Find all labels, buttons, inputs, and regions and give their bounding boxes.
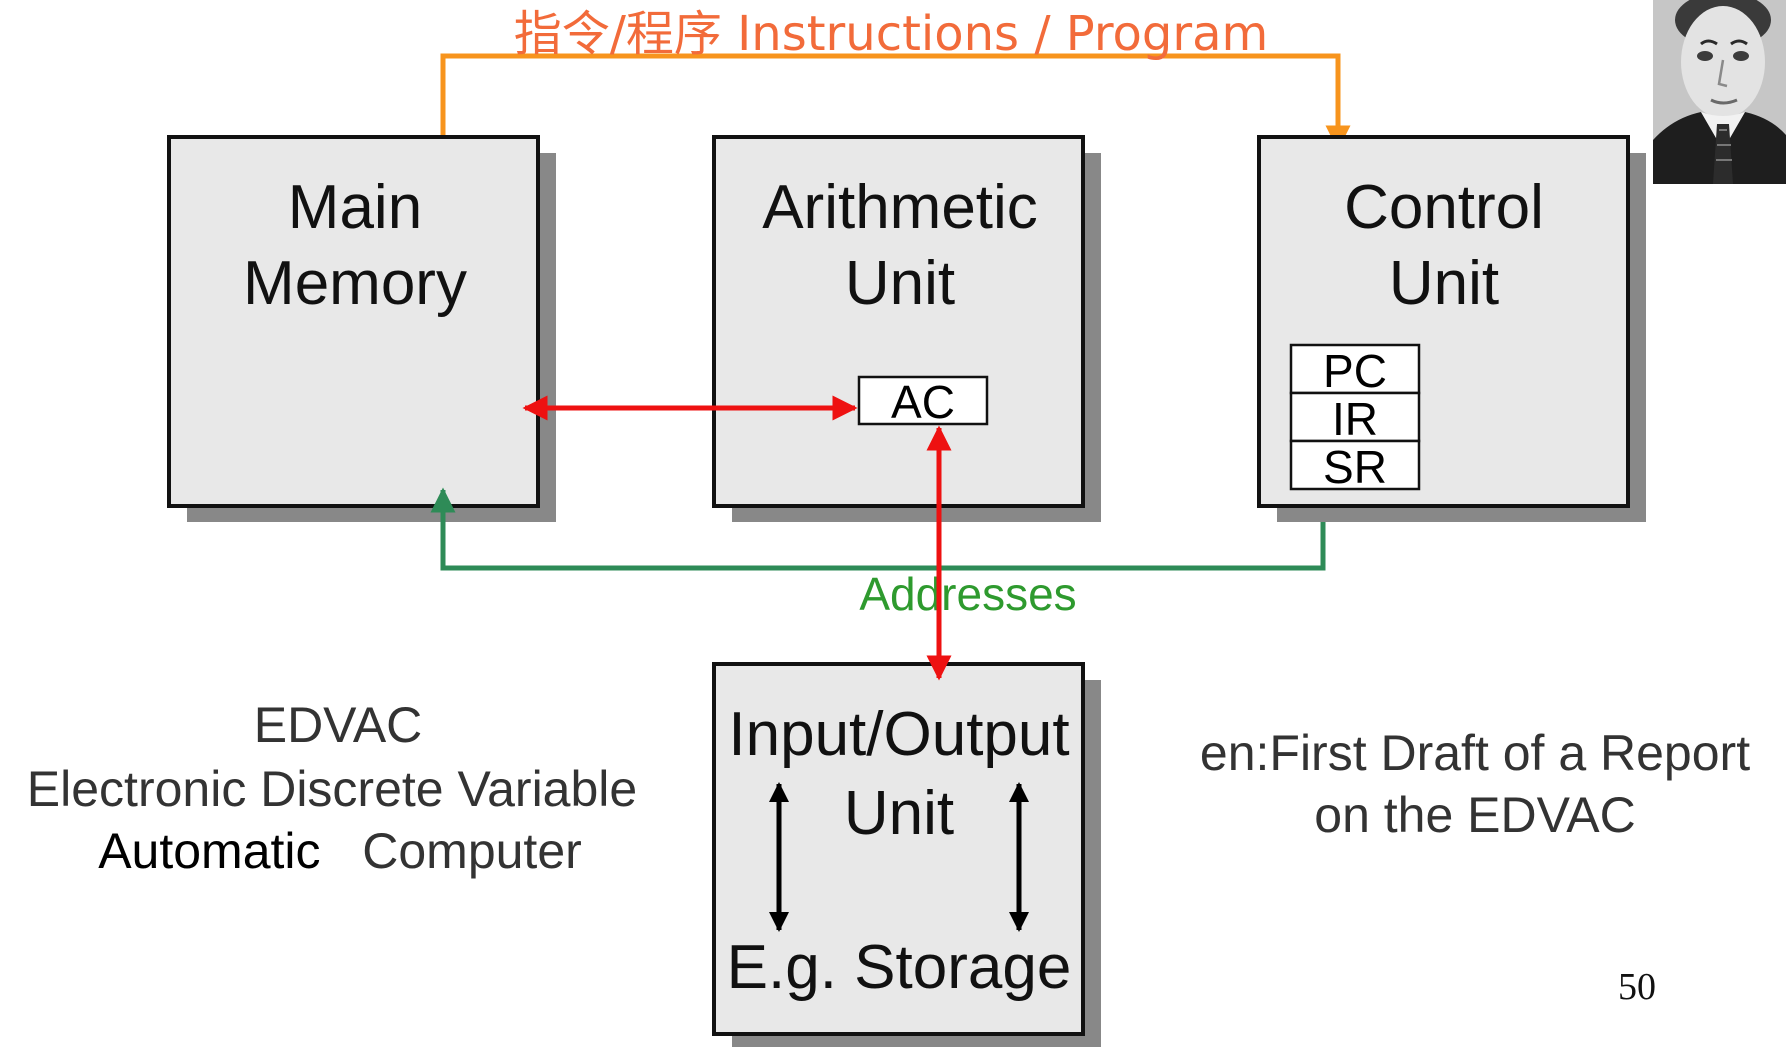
page-number: 50 — [1618, 966, 1656, 1008]
report-title-line2: on the EDVAC — [1314, 787, 1635, 843]
instructions-label: 指令/程序 Instructions / Program — [514, 6, 1269, 62]
sr-register-label: SR — [1323, 441, 1387, 493]
addresses-label: Addresses — [859, 568, 1076, 620]
arithmetic-unit-label-line2: Unit — [845, 249, 955, 318]
io-unit-label-line1: Input/Output — [728, 700, 1069, 769]
edvac-computer-word: Computer — [362, 823, 582, 879]
sr-register — [1289, 439, 1421, 491]
addresses-arrow — [430, 487, 1326, 571]
arithmetic-unit-box: Arithmetic Unit AC — [712, 135, 1101, 522]
main-memory-label-line1: Main — [288, 173, 422, 242]
arithmetic-unit-label-line1: Arithmetic — [762, 173, 1038, 242]
portrait-photo — [1653, 0, 1786, 184]
pc-register-label: PC — [1323, 345, 1387, 397]
edvac-automatic-word: Automatic — [98, 823, 320, 879]
io-unit-label-line2: Unit — [844, 779, 954, 848]
instructions-arrow — [440, 53, 1351, 151]
io-storage-label: E.g. Storage — [727, 933, 1072, 1002]
edvac-acronym: EDVAC — [254, 697, 423, 753]
ac-register — [857, 375, 989, 426]
main-memory-label-line2: Memory — [243, 249, 467, 318]
control-unit-label-line1: Control — [1344, 173, 1544, 242]
main-memory-box: Main Memory — [167, 135, 556, 522]
control-unit-box: Control Unit PC IR SR — [1257, 135, 1646, 522]
ac-register-label: AC — [891, 376, 955, 428]
edvac-name-line3: Automatic Computer — [98, 823, 582, 879]
ir-register-label: IR — [1332, 393, 1378, 445]
control-unit-label-line2: Unit — [1389, 249, 1499, 318]
io-unit-box: Input/Output Unit E.g. Storage — [712, 662, 1101, 1047]
edvac-name-line2: Electronic Discrete Variable — [27, 761, 637, 817]
report-title-line1: en:First Draft of a Report — [1200, 725, 1750, 781]
